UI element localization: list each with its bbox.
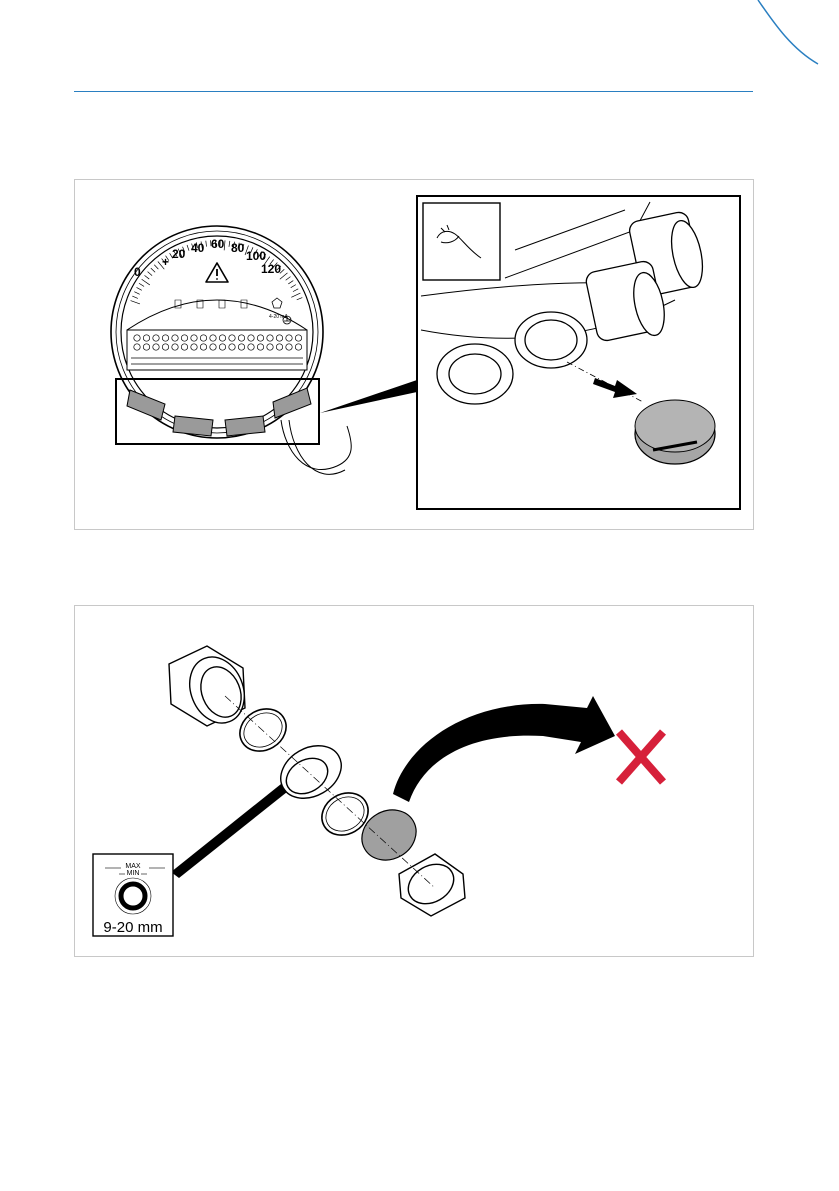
min-label: MIN (127, 870, 140, 877)
terminal-screw (257, 335, 263, 341)
seal-insert-icon (271, 735, 350, 809)
blind-plug-icon (635, 400, 715, 464)
dial-tick (288, 281, 293, 284)
dial-number: 40 (191, 241, 205, 255)
figure-open-cable-entry: 0 20 40 60 80 100 120 + 4-20 mA (74, 179, 754, 530)
cable-range-label: 9-20 mm (103, 919, 162, 936)
dial-tick (137, 287, 142, 290)
terminal-screw (219, 335, 225, 341)
terminal-screw (181, 344, 187, 350)
terminal-screw (200, 344, 206, 350)
terminal-screw (143, 344, 149, 350)
max-label: MAX (125, 863, 141, 870)
terminal-screw (134, 335, 140, 341)
terminal-screw (191, 335, 197, 341)
terminal-screw (172, 344, 178, 350)
lock-nut-icon (399, 854, 465, 916)
current-range-label: 4-20 mA (269, 314, 289, 320)
terminal-screw (153, 344, 159, 350)
terminal-screw (210, 344, 216, 350)
dial-number: 120 (261, 262, 281, 276)
terminal-screw (210, 335, 216, 341)
terminal-screw (162, 344, 168, 350)
dial-tick (187, 245, 189, 251)
terminal-screw (162, 335, 168, 341)
dial-number: 0 (134, 265, 141, 279)
terminal-screw (276, 344, 282, 350)
discard-x-icon (619, 732, 663, 782)
figure-2-drawing: MAX MIN 9-20 mm (75, 606, 755, 958)
dial-tick (145, 275, 150, 279)
terminal-screw (238, 335, 244, 341)
terminal-screw (276, 335, 282, 341)
warning-triangle-icon (206, 263, 228, 282)
dial-tick (142, 279, 150, 285)
terminal-strip (127, 330, 307, 370)
dial-tick (291, 293, 300, 297)
dial-tick (131, 301, 140, 304)
dial-tick (139, 283, 144, 286)
terminal-screw (219, 344, 225, 350)
blind-disc-icon (353, 800, 425, 870)
terminal-screw (286, 344, 292, 350)
terminal-screw (191, 344, 197, 350)
terminal-screw (143, 335, 149, 341)
terminal-screw (181, 335, 187, 341)
figure-1-drawing: 0 20 40 60 80 100 120 + 4-20 mA (75, 180, 755, 531)
pentagon-icon (272, 298, 282, 308)
dial-tick (229, 241, 230, 247)
curved-arrow-icon (393, 696, 615, 802)
dial-tick (132, 296, 138, 298)
dial-tick (148, 272, 153, 276)
figure-gland-components: MAX MIN 9-20 mm (74, 605, 754, 957)
callout-wedge (171, 784, 287, 878)
terminal-screw (153, 335, 159, 341)
cable-entries (127, 388, 311, 436)
hand-icon (423, 203, 500, 280)
terminal-screw (295, 335, 301, 341)
dial-number: 100 (246, 249, 266, 263)
terminal-screw (229, 335, 235, 341)
dial-tick (297, 298, 303, 300)
dial-tick (293, 289, 298, 292)
terminal-screw (229, 344, 235, 350)
dial-tick (206, 241, 207, 247)
terminal-screw (200, 335, 206, 341)
terminal-screw (257, 344, 263, 350)
header-rule (74, 91, 753, 92)
dial-tick (134, 292, 139, 295)
dial-number: 80 (231, 241, 245, 255)
dial-number: 60 (211, 237, 225, 251)
terminal-screw (172, 335, 178, 341)
terminal-screw (295, 344, 301, 350)
terminal-screw (134, 344, 140, 350)
removal-arrow-icon (567, 362, 643, 402)
terminal-screw (267, 344, 273, 350)
terminal-screw (286, 335, 292, 341)
page-corner-curve-icon (0, 0, 839, 80)
dial-tick (291, 285, 296, 288)
dial-plus-sign: + (162, 255, 169, 269)
terminal-screw (248, 335, 254, 341)
dial-tick (154, 265, 158, 269)
dial-tick (151, 268, 155, 272)
terminal-screw (248, 344, 254, 350)
dial-number: 20 (172, 247, 186, 261)
callout-wedge (320, 380, 417, 413)
terminal-screw (267, 335, 273, 341)
terminal-screw (238, 344, 244, 350)
gland-body-icon (169, 646, 254, 731)
dial-tick (286, 277, 291, 281)
